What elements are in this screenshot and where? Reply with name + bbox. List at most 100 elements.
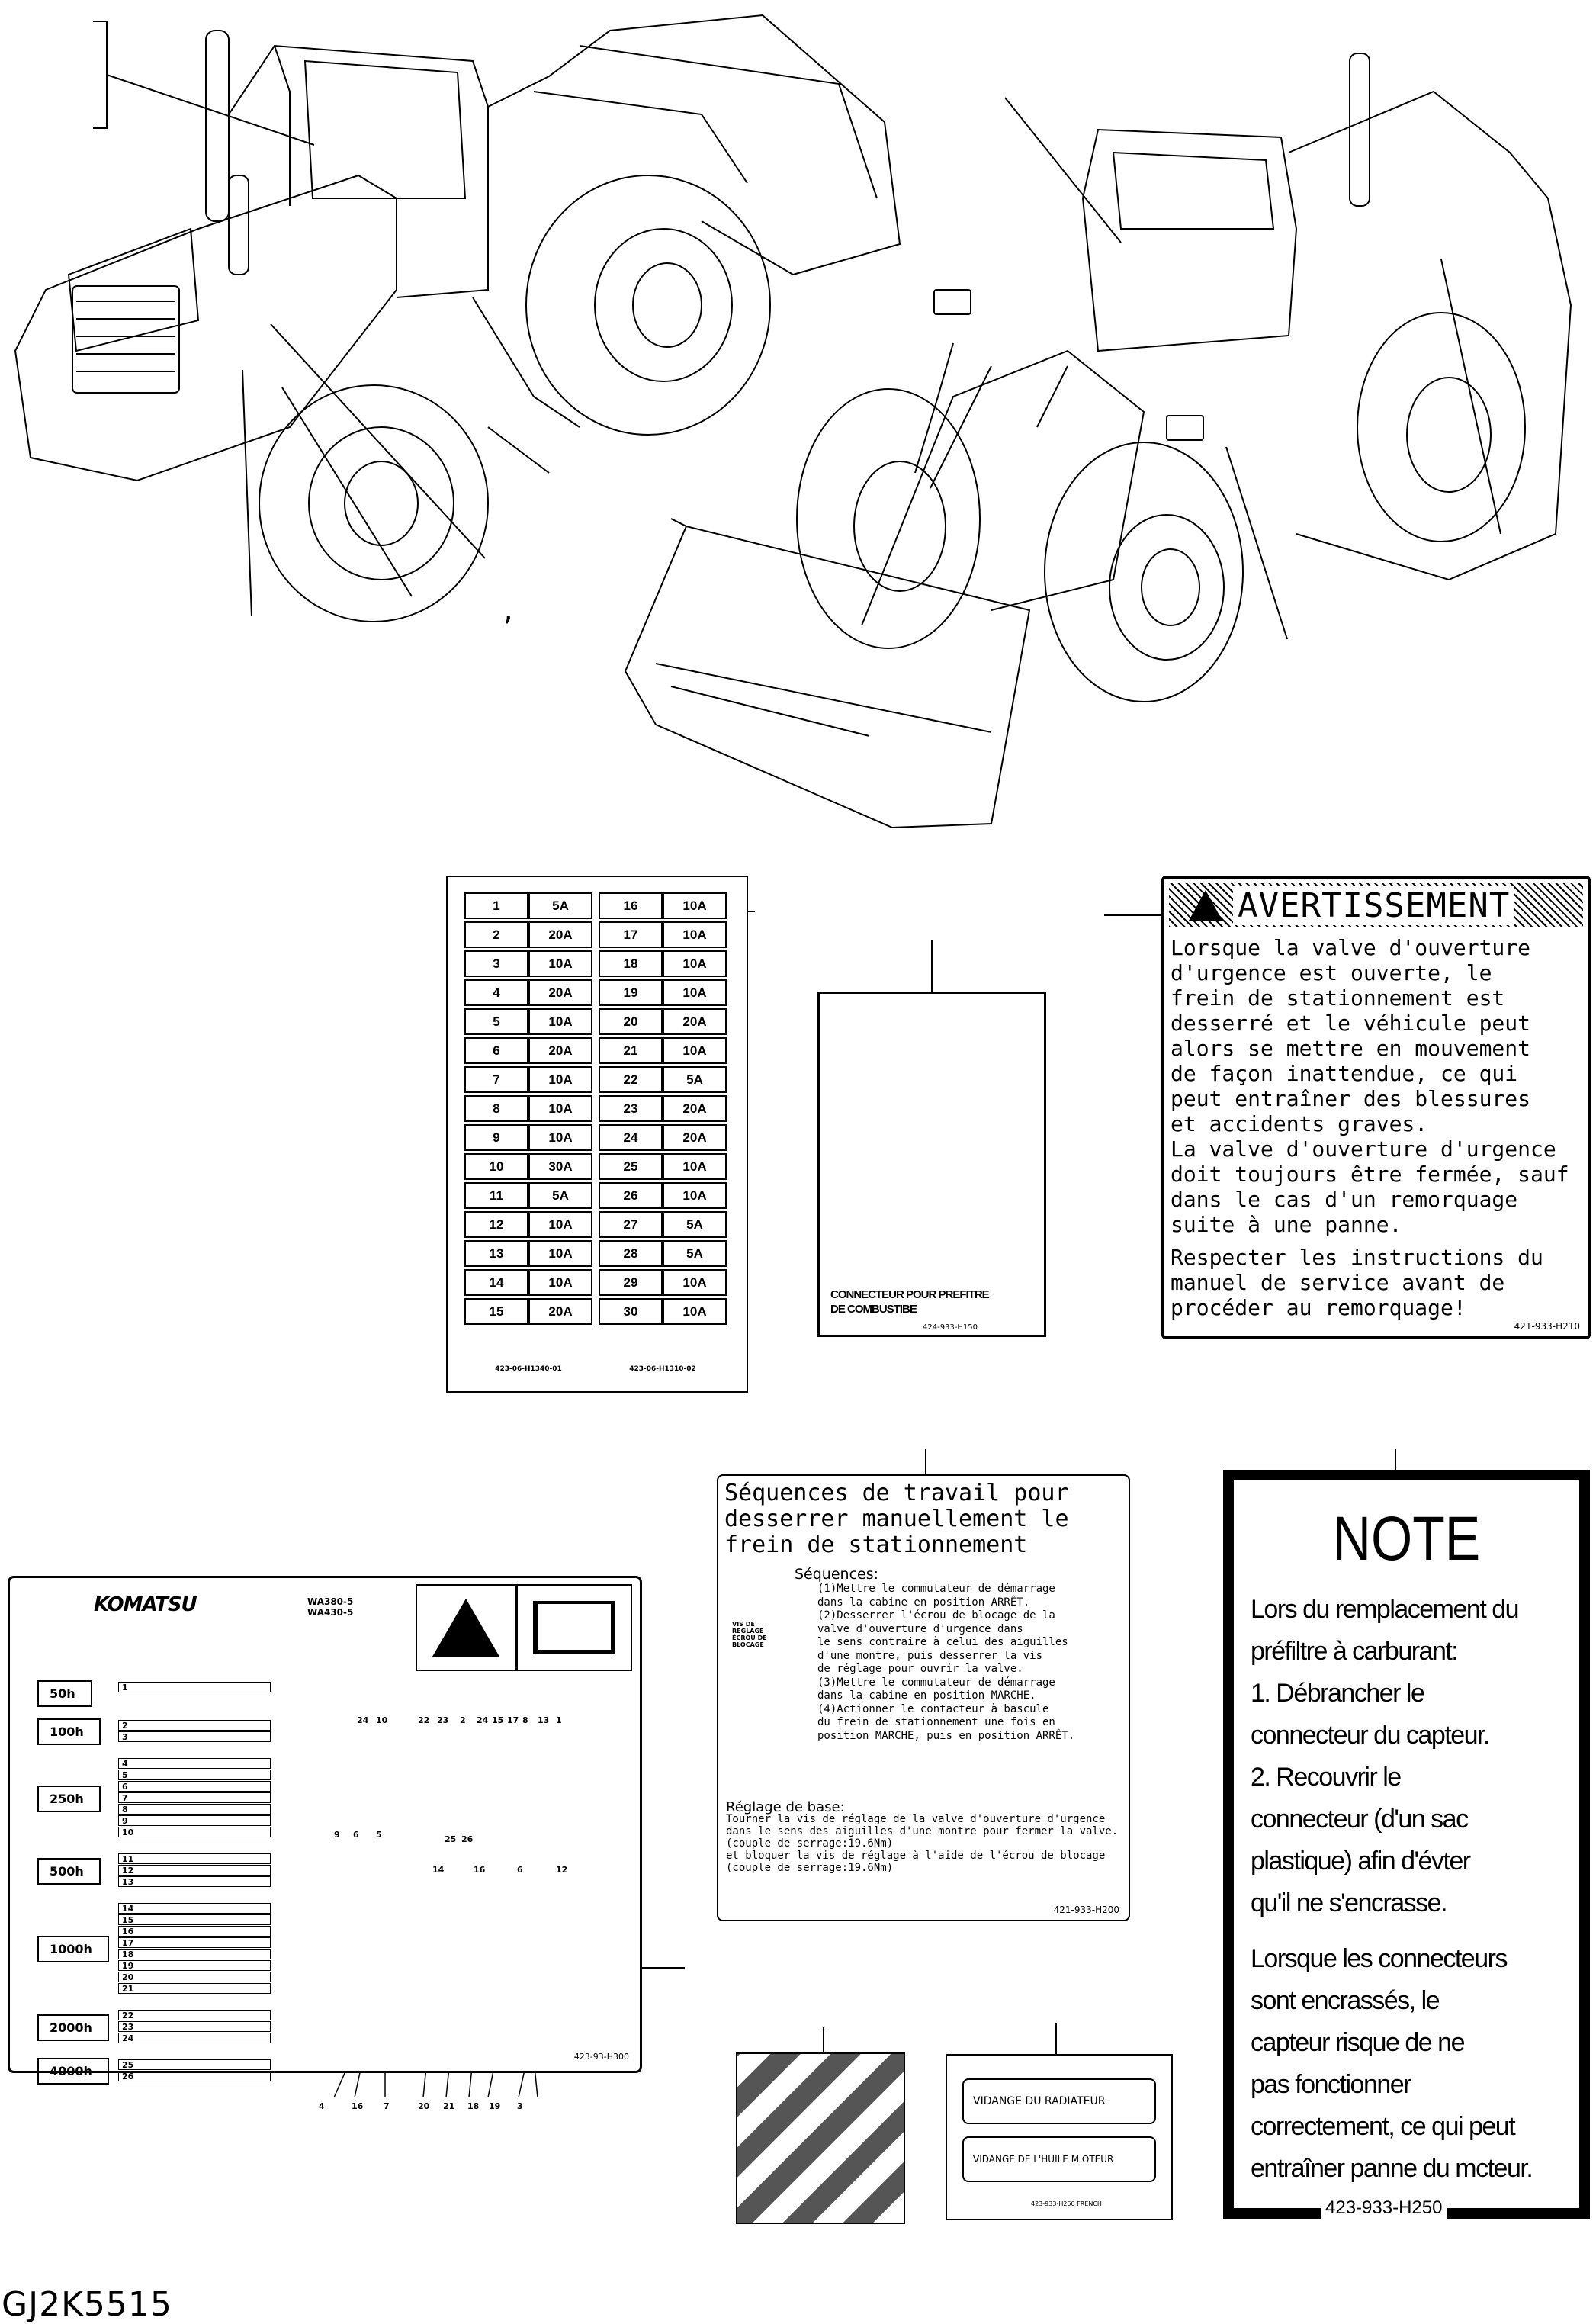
- check-item-row: 3: [118, 1731, 271, 1742]
- fuse-number: 11: [464, 1182, 528, 1209]
- interval-tag: 2000h: [37, 2014, 109, 2041]
- drain-points-label: VIDANGE DU RADIATEUR VIDANGE DE L'HUILE …: [946, 2054, 1173, 2220]
- fuse-amperage: 5A: [663, 1240, 727, 1267]
- check-item-row: 8: [118, 1804, 271, 1815]
- fuse-amperage: 30A: [528, 1153, 592, 1180]
- interval-tag: 1000h: [37, 1936, 109, 1962]
- fuse-number: 17: [599, 921, 663, 948]
- check-item-row: 11: [118, 1853, 271, 1864]
- note-title: NOTE: [1332, 1504, 1481, 1573]
- fuse-number: 22: [599, 1066, 663, 1093]
- fuse-number: 18: [599, 950, 663, 977]
- callout-number: 24: [357, 1715, 369, 1725]
- warning-text-towing: Respecter les instructions du manuel de …: [1171, 1245, 1543, 1320]
- fuse-amperage: 10A: [663, 950, 727, 977]
- label-part-code: 423-933-H250: [1321, 2197, 1447, 2219]
- check-item-row: 1: [118, 1682, 271, 1692]
- callout-number: 1: [556, 1715, 562, 1725]
- base-adjustment-title: Réglage de base:: [726, 1799, 845, 1815]
- fuse-amperage: 20A: [528, 1298, 592, 1325]
- fuse-number: 12: [464, 1211, 528, 1238]
- callout-number: 13: [538, 1715, 550, 1725]
- fuse-number: 8: [464, 1095, 528, 1122]
- warning-title: AVERTISSEMENT: [1233, 886, 1515, 925]
- interval-hours: 500h: [37, 1857, 101, 1885]
- connector-caption-line2: DE COMBUSTIBE: [830, 1303, 917, 1316]
- fuse-number: 2: [464, 921, 528, 948]
- callout-number: 8: [522, 1715, 528, 1725]
- leader-line: [1225, 446, 1288, 640]
- fuse-amperage: 20A: [528, 921, 592, 948]
- sequence-subtitle: Séquences:: [795, 1566, 879, 1583]
- fuse-amperage: 10A: [528, 1124, 592, 1151]
- fuse-amperage: 20A: [528, 1037, 592, 1064]
- fuse-number: 27: [599, 1211, 663, 1238]
- callout-number: 26: [461, 1834, 474, 1844]
- fuse-number: 1: [464, 892, 528, 919]
- fuse-number: 10: [464, 1153, 528, 1180]
- check-item-row: 9: [118, 1815, 271, 1826]
- manual-symbol-box: [516, 1584, 632, 1671]
- sequence-steps: (1)Mettre le commutateur de démarrage da…: [817, 1583, 1075, 1742]
- callout-number: 20: [418, 2101, 430, 2111]
- label-part-code: 421-933-H200: [1053, 1905, 1119, 1915]
- fuse-number: 16: [599, 892, 663, 919]
- fuse-amperage: 10A: [663, 892, 727, 919]
- parking-brake-release-label: Séquences de travail pour desserrer manu…: [717, 1474, 1130, 1921]
- sequence-title: Séquences de travail pour desserrer manu…: [724, 1480, 1069, 1558]
- fuse-amperage: 10A: [528, 1066, 592, 1093]
- check-item-row: 21: [118, 1983, 271, 1994]
- callout-number: 15: [492, 1715, 504, 1725]
- leader-line: [281, 387, 413, 597]
- check-item-row: 23: [118, 2021, 271, 2032]
- model-list: WA380-5 WA430-5: [307, 1596, 353, 1618]
- fuse-label-code-right: 423-06-H1310-02: [629, 1365, 696, 1373]
- brand-logo: KOMATSU: [94, 1593, 197, 1616]
- check-item-row: 16: [118, 1926, 271, 1937]
- check-item-row: 15: [118, 1914, 271, 1925]
- interval-hours: 250h: [37, 1785, 101, 1812]
- label-part-code: 423-93-H300: [573, 2052, 629, 2062]
- callout-number: 17: [507, 1715, 519, 1725]
- callout-number: 2: [460, 1715, 466, 1725]
- fuse-amperage: 10A: [663, 921, 727, 948]
- callout-number: 22: [418, 1715, 430, 1725]
- check-item-row: 14: [118, 1903, 271, 1914]
- callout-number: 18: [467, 2101, 480, 2111]
- check-item-row: 12: [118, 1865, 271, 1876]
- callout-number: 14: [432, 1865, 445, 1875]
- interval-tag: 100h: [37, 1718, 101, 1745]
- model-name: WA380-5: [307, 1596, 354, 1607]
- note-instructions: Lors du remplacement du préfiltre à carb…: [1251, 1595, 1520, 1917]
- check-item-row: 4: [118, 1758, 271, 1769]
- callout-number: 16: [474, 1865, 486, 1875]
- fuse-amperage: 5A: [663, 1211, 727, 1238]
- wheel-loader-front-view: [624, 53, 1572, 829]
- fuse-amperage: 20A: [528, 979, 592, 1006]
- callout-bracket: [93, 21, 108, 129]
- fuse-amperage: 5A: [663, 1066, 727, 1093]
- check-item-row: 24: [118, 2033, 271, 2043]
- fuse-number: 6: [464, 1037, 528, 1064]
